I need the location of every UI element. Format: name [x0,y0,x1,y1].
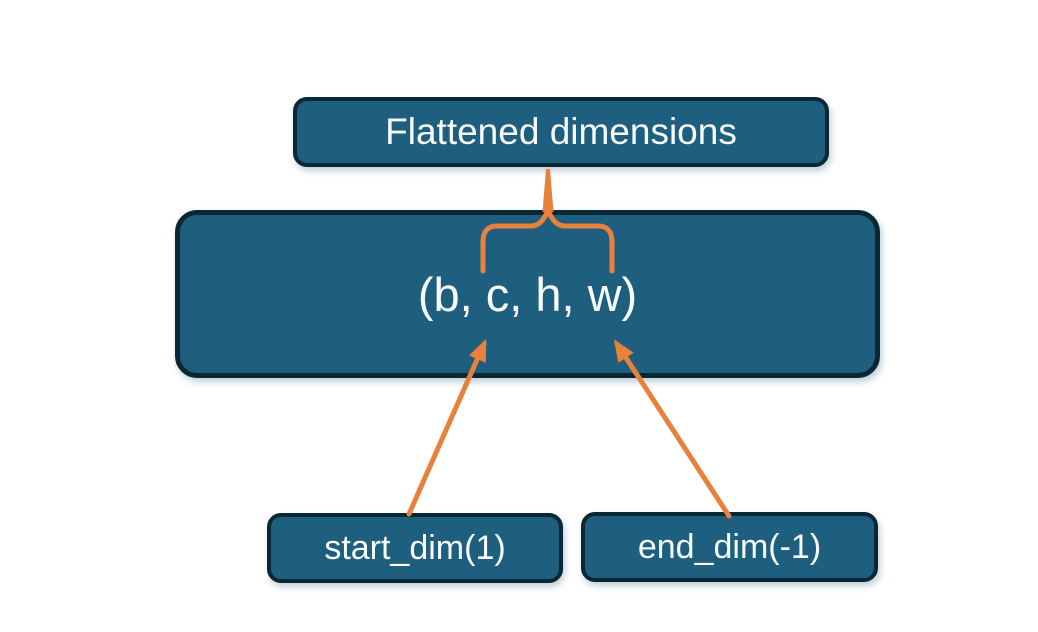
flattened-dimensions-label: Flattened dimensions [385,111,737,152]
start-dim-label: start_dim(1) [324,528,506,567]
tensor-shape-label: (b, c, h, w) [417,267,638,321]
node-flattened-dimensions: Flattened dimensions [293,97,829,167]
node-start-dim: start_dim(1) [267,513,563,583]
end-dim-label: end_dim(-1) [637,527,822,566]
brace-stem-connector [542,169,554,212]
node-end-dim: end_dim(-1) [581,512,878,582]
node-tensor-shape: (b, c, h, w) [175,210,880,378]
